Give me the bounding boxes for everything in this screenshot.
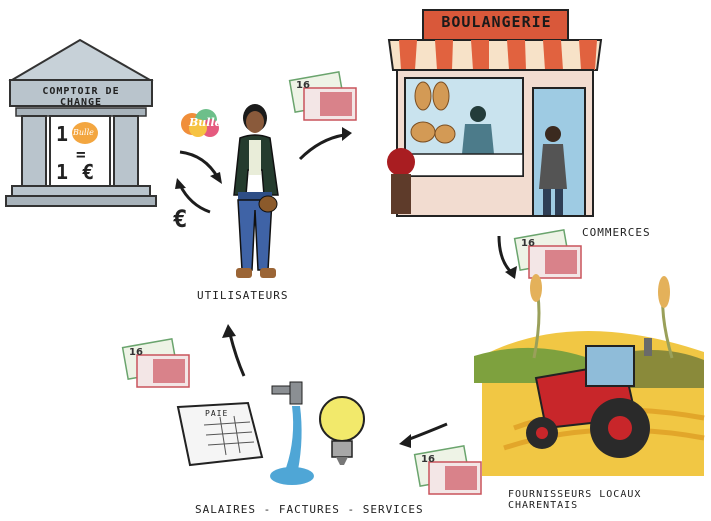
exchange-rate-equals: = bbox=[76, 145, 87, 164]
farm-tractor-icon bbox=[474, 274, 705, 476]
user-figure-icon bbox=[233, 104, 279, 278]
exchange-rate-one: 1 bbox=[56, 122, 70, 146]
bakery-sign: BOULANGERIE bbox=[441, 13, 552, 31]
exchange-rate-euro: 1 € bbox=[56, 160, 96, 184]
banknote-value-4: 16 bbox=[421, 454, 435, 465]
banknote-bundle-2: 16 bbox=[513, 224, 585, 282]
bulle-coin-icon bbox=[72, 122, 98, 144]
arrows-user-bank-icon bbox=[175, 150, 222, 214]
euro-symbol: € bbox=[173, 205, 189, 233]
bulle-coin-label: Bulle bbox=[73, 128, 94, 137]
water-tap-icon bbox=[270, 381, 314, 485]
exchange-counter bbox=[0, 0, 160, 215]
banknote-bundle-4: 16 bbox=[413, 440, 491, 498]
suppliers-label: FOURNISSEURS LOCAUX CHARENTAIS bbox=[508, 489, 642, 511]
bottom-label: SALAIRES - FACTURES - SERVICES bbox=[195, 503, 424, 516]
banknote-value-2: 16 bbox=[521, 238, 535, 249]
banknote-bundle-1: 16 bbox=[288, 66, 360, 124]
arrow-to-users-icon bbox=[222, 324, 246, 377]
payslip-label: PAIE bbox=[205, 409, 229, 418]
bakery-shop-icon bbox=[387, 9, 603, 217]
payslip-icon bbox=[176, 401, 264, 467]
bulle-logo-text: Bulle bbox=[189, 116, 222, 129]
banknote-value-1: 16 bbox=[296, 80, 310, 91]
banknote-bundle-3: 16 bbox=[121, 333, 199, 391]
bank-building-icon bbox=[5, 38, 157, 207]
bank-title: COMPTOIR DE CHANGE bbox=[42, 86, 120, 108]
arrow-to-bills-icon bbox=[399, 422, 448, 448]
arrow-to-bakery-icon bbox=[298, 127, 352, 161]
user-label: UTILISATEURS bbox=[197, 289, 289, 302]
light-bulb-icon bbox=[319, 396, 365, 465]
arrow-to-suppliers-icon bbox=[497, 235, 517, 279]
banknote-value-3: 16 bbox=[129, 347, 143, 358]
bulle-logo bbox=[180, 108, 222, 138]
commerces-label: COMMERCES bbox=[582, 226, 651, 239]
